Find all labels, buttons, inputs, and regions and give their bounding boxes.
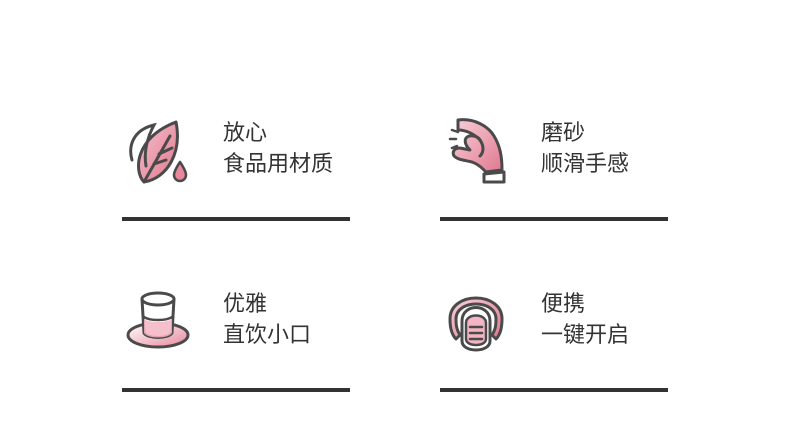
feature-divider: [440, 388, 668, 392]
feature-divider: [122, 217, 350, 221]
feature-elegant-small-mouth: 优雅 直饮小口: [122, 281, 350, 392]
feature-subtitle: 直饮小口: [223, 323, 312, 348]
cup-saucer-icon: [126, 283, 190, 355]
feature-title: 优雅: [223, 292, 268, 317]
feature-divider: [440, 217, 668, 221]
feature-food-grade-material: 放心 食品用材质: [122, 110, 350, 221]
leaf-drop-icon: [126, 112, 190, 184]
feature-subtitle: 顺滑手感: [541, 152, 630, 177]
feature-matte-smooth-touch: 磨砂 顺滑手感: [440, 110, 668, 221]
feature-title: 磨砂: [541, 121, 586, 146]
capsule-device-icon: [444, 283, 508, 355]
feature-text: 磨砂 顺滑手感: [541, 118, 629, 180]
feature-text: 放心 食品用材质: [223, 118, 333, 180]
feature-divider: [122, 388, 350, 392]
feature-title: 放心: [223, 121, 268, 146]
feature-title: 便携: [541, 292, 586, 317]
feature-subtitle: 食品用材质: [223, 152, 334, 177]
feature-text: 优雅 直饮小口: [223, 289, 311, 351]
feature-text: 便携 一键开启: [541, 289, 629, 351]
feature-portable-one-key-open: 便携 一键开启: [440, 281, 668, 392]
feature-subtitle: 一键开启: [541, 323, 630, 348]
hand-pinch-icon: [444, 112, 508, 184]
